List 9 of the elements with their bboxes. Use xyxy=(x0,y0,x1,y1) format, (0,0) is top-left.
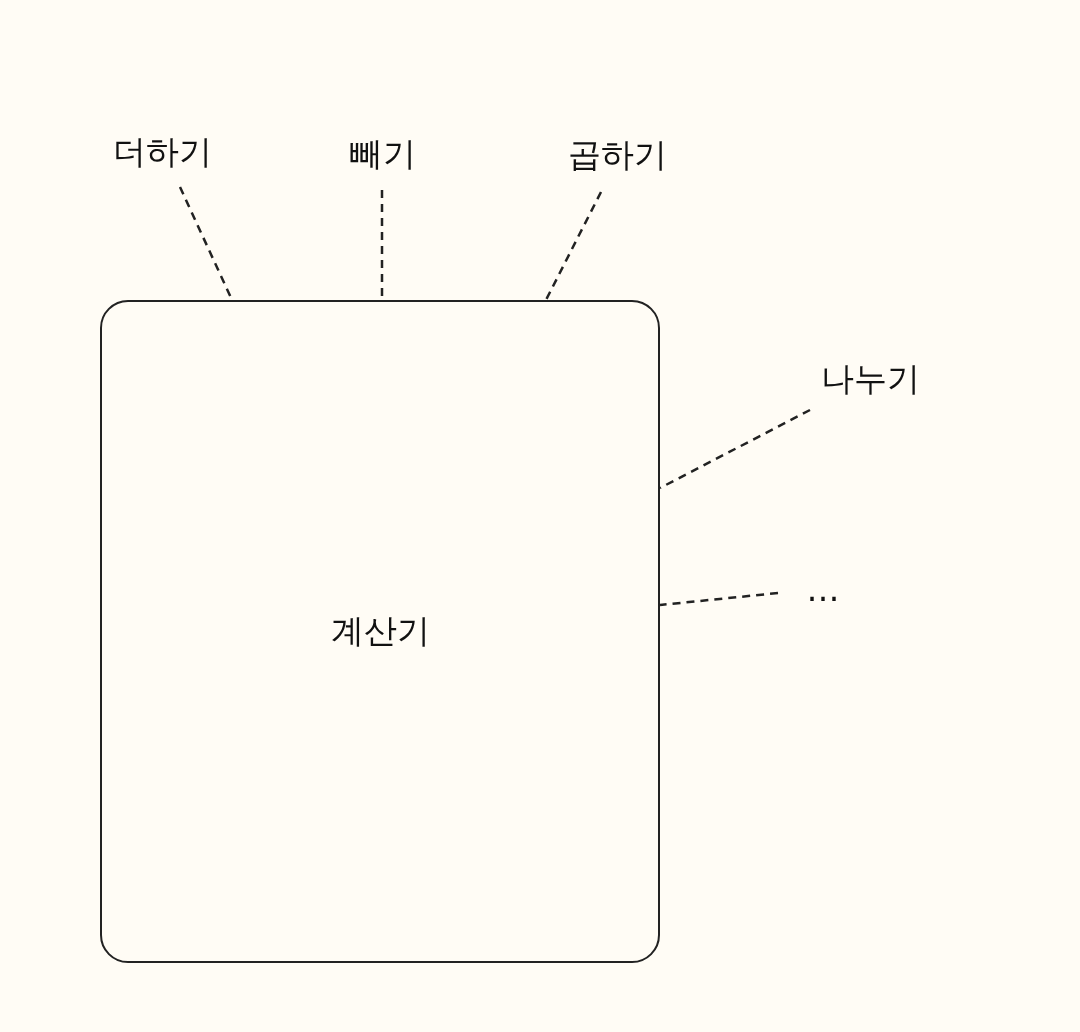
operation-label: 빼기 xyxy=(340,118,425,190)
leader-line xyxy=(659,591,779,607)
leader-line xyxy=(544,191,603,301)
leader-line xyxy=(659,408,811,490)
operation-label: 곱하기 xyxy=(560,118,675,192)
operation-label: 더하기 xyxy=(105,118,220,187)
calculator-box: 계산기 xyxy=(100,300,660,963)
operation-label: 나누기 xyxy=(805,348,935,410)
ellipsis-label: … xyxy=(778,570,868,620)
